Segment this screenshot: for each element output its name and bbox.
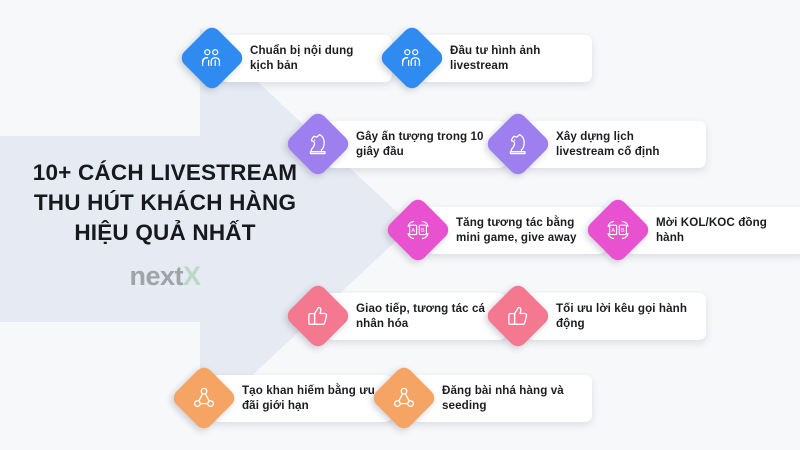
card-body[interactable]: Gây ấn tượng trong 10 giây đầu [326, 120, 506, 168]
card-label: Đầu tư hình ảnh livestream [450, 43, 541, 73]
card-item[interactable]: Giao tiếp, tương tác cá nhân hóa [284, 282, 506, 350]
brand-logo: nextX [0, 260, 330, 292]
svg-text:B: B [421, 228, 425, 234]
people-group-icon [378, 24, 446, 92]
card-label: Chuẩn bị nội dung kịch bản [250, 43, 354, 73]
thumbs-up-icon [284, 282, 352, 350]
card-body[interactable]: Giao tiếp, tương tác cá nhân hóa [326, 292, 506, 340]
arrow-polygon [0, 28, 412, 424]
brand-text-x: X [183, 261, 201, 291]
card-body[interactable]: Mời KOL/KOC đồng hành [626, 206, 800, 254]
card-label: Gây ấn tượng trong 10 giây đầu [356, 129, 484, 159]
card-label: Giao tiếp, tương tác cá nhân hóa [356, 301, 486, 331]
ab-test-icon: A B [584, 196, 652, 264]
card-label: Tăng tương tác bằng mini game, give away [456, 215, 577, 245]
card-body[interactable]: Đăng bài nhá hàng và seeding [412, 374, 592, 422]
share-network-icon [170, 364, 238, 432]
card-body[interactable]: Đầu tư hình ảnh livestream [420, 34, 592, 82]
card-item[interactable]: A B Tăng tương tác bằng mini game, give … [384, 196, 606, 264]
card-label: Xây dựng lịch livestream cố định [556, 129, 660, 159]
people-group-icon [178, 24, 246, 92]
card-label: Đăng bài nhá hàng và seeding [442, 383, 564, 413]
svg-text:B: B [621, 228, 625, 234]
page-title: 10+ CÁCH LIVESTREAM THU HÚT KHÁCH HÀNG H… [0, 158, 330, 292]
card-body[interactable]: Tạo khan hiếm bằng ưu đãi giới hạn [212, 374, 392, 422]
svg-text:A: A [611, 228, 615, 234]
card-item[interactable]: Đầu tư hình ảnh livestream [378, 24, 592, 92]
chess-knight-icon [284, 110, 352, 178]
card-item[interactable]: Gây ấn tượng trong 10 giây đầu [284, 110, 506, 178]
card-label: Mời KOL/KOC đồng hành [656, 215, 767, 245]
card-item[interactable]: Chuẩn bị nội dung kịch bản [178, 24, 392, 92]
card-body[interactable]: Tối ưu lời kêu gọi hành động [526, 292, 706, 340]
thumbs-up-icon [484, 282, 552, 350]
brand-text-next: next [129, 261, 183, 291]
svg-text:A: A [411, 228, 415, 234]
title-line-3: HIỆU QUẢ NHẤT [74, 220, 256, 245]
card-item[interactable]: Đăng bài nhá hàng và seeding [370, 364, 592, 432]
chess-knight-icon [484, 110, 552, 178]
card-item[interactable]: Xây dựng lịch livestream cố định [484, 110, 706, 178]
card-label: Tạo khan hiếm bằng ưu đãi giới hạn [242, 383, 375, 413]
card-body[interactable]: Chuẩn bị nội dung kịch bản [220, 34, 392, 82]
card-item[interactable]: Tạo khan hiếm bằng ưu đãi giới hạn [170, 364, 392, 432]
share-network-icon [370, 364, 438, 432]
title-line-2: THU HÚT KHÁCH HÀNG [33, 190, 297, 215]
card-item[interactable]: Tối ưu lời kêu gọi hành động [484, 282, 706, 350]
title-line-1: 10+ CÁCH LIVESTREAM [32, 160, 298, 185]
card-body[interactable]: Tăng tương tác bằng mini game, give away [426, 206, 606, 254]
card-item[interactable]: A B Mời KOL/KOC đồng hành [584, 196, 800, 264]
ab-test-icon: A B [384, 196, 452, 264]
card-body[interactable]: Xây dựng lịch livestream cố định [526, 120, 706, 168]
card-label: Tối ưu lời kêu gọi hành động [556, 301, 688, 331]
